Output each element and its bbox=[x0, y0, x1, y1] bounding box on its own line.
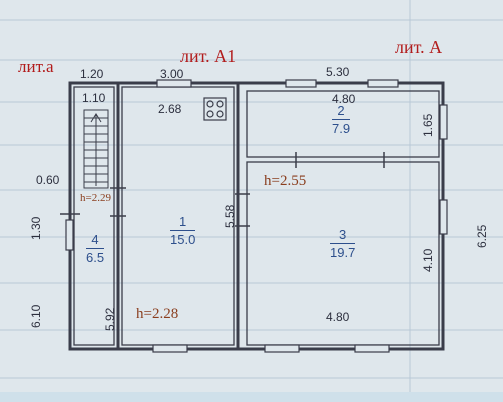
dim-left-side: 6.10 bbox=[29, 304, 43, 328]
dim-top-left: 1.20 bbox=[80, 67, 104, 81]
room-3: 3 19.7 bbox=[330, 228, 356, 260]
dim-top-mid: 3.00 bbox=[160, 67, 184, 81]
room-number: 3 bbox=[330, 228, 356, 244]
windows bbox=[65, 79, 448, 353]
dim-top-right: 5.30 bbox=[326, 65, 350, 79]
inner-walls bbox=[73, 86, 440, 346]
dim-room1-top: 2.68 bbox=[158, 102, 182, 116]
height-lit-a: h=2.29 bbox=[80, 192, 111, 204]
room-area: 7.9 bbox=[332, 121, 351, 136]
room-4: 4 6.5 bbox=[86, 233, 105, 265]
height-lit-a1-bottom: h=2.28 bbox=[136, 306, 179, 322]
room-area: 15.0 bbox=[170, 232, 196, 247]
height-lit-a1-top: h=2.55 bbox=[264, 173, 307, 189]
dim-room3-bottom: 4.80 bbox=[326, 310, 350, 324]
label-lit-a: лит. А bbox=[395, 37, 443, 57]
room-area: 6.5 bbox=[86, 250, 105, 265]
dim-room3-right: 4.10 bbox=[421, 248, 435, 272]
room-number: 4 bbox=[86, 233, 105, 249]
dim-stair-width: 1.10 bbox=[82, 91, 106, 105]
dim-left-small: 1.30 bbox=[29, 216, 43, 240]
room-1: 1 15.0 bbox=[170, 215, 196, 247]
stairs bbox=[83, 109, 109, 189]
stove-icon bbox=[203, 97, 227, 121]
dim-room4-side: 5.92 bbox=[103, 307, 117, 331]
label-lit-a-small: лит.а bbox=[18, 57, 54, 76]
dim-partition: 5.58 bbox=[223, 204, 237, 228]
room-2: 2 7.9 bbox=[332, 104, 351, 136]
dim-right-side: 6.25 bbox=[475, 224, 489, 248]
dim-room2-right: 1.65 bbox=[421, 113, 435, 137]
doors bbox=[60, 152, 385, 227]
room-area: 19.7 bbox=[330, 245, 356, 260]
dim-room2-top: 4.80 bbox=[332, 92, 356, 106]
room-number: 2 bbox=[332, 104, 351, 120]
label-lit-a1: лит. А1 bbox=[180, 46, 237, 66]
dim-left-offset: 0.60 bbox=[36, 173, 60, 187]
room-number: 1 bbox=[170, 215, 196, 231]
